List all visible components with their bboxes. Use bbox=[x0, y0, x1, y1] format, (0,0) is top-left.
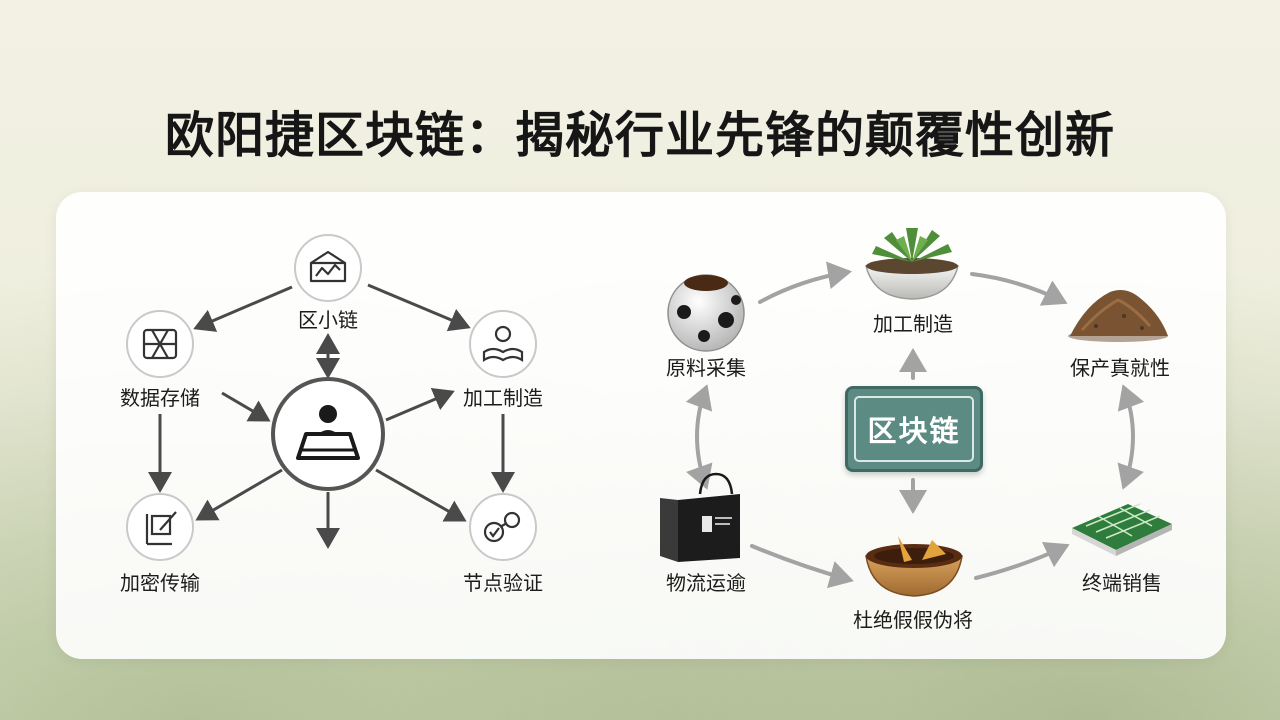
node-verify-icon bbox=[483, 511, 521, 543]
blockchain-center-label: 区块链 bbox=[854, 396, 974, 462]
soil-pile-icon bbox=[1068, 290, 1168, 342]
person-book-icon bbox=[482, 325, 524, 363]
arrow-left-to-center bbox=[221, 391, 271, 422]
page-title: 欧阳捷区块链：揭秘行业先锋的颠覆性创新 bbox=[164, 107, 1115, 164]
envelope-chart-icon bbox=[309, 250, 347, 283]
label-node-top: 区小链 bbox=[298, 308, 358, 332]
wooden-bowl-icon bbox=[865, 536, 963, 597]
arrow-raw-logistics bbox=[685, 384, 713, 490]
succulent-bowl-icon bbox=[865, 228, 959, 300]
label-authenticity: 保产真就性 bbox=[1070, 356, 1170, 380]
network-layers-icon bbox=[142, 328, 178, 360]
label-node-right: 加工制造 bbox=[463, 386, 543, 410]
arrow-anti-to-sales bbox=[974, 541, 1070, 580]
arrow-raw-to-processing bbox=[758, 261, 852, 304]
node-top bbox=[294, 234, 362, 302]
arrow-processing-to-authenticity bbox=[970, 272, 1068, 306]
label-node-left: 数据存储 bbox=[120, 386, 200, 410]
node-center bbox=[271, 377, 385, 491]
node-bottom-right bbox=[469, 493, 537, 561]
user-laptop-icon bbox=[296, 405, 360, 460]
left-arrows bbox=[148, 283, 515, 549]
arrow-top-to-left bbox=[193, 285, 293, 332]
circuit-board-icon bbox=[1072, 503, 1172, 556]
right-arrows bbox=[685, 261, 1145, 589]
arrow-top-to-right bbox=[367, 283, 471, 332]
blockchain-center-box: 区块链 bbox=[845, 386, 983, 472]
document-pen-icon bbox=[145, 511, 177, 546]
label-processing: 加工制造 bbox=[873, 312, 953, 336]
arrow-logistics-to-anti bbox=[750, 544, 854, 589]
arrow-authenticity-sales bbox=[1117, 384, 1145, 490]
label-anti-counterfeit: 杜绝假假伪将 bbox=[853, 608, 973, 632]
arrow-center-to-bottom-left bbox=[195, 468, 283, 521]
content-panel bbox=[56, 192, 1226, 659]
arrow-center-to-bottom-right bbox=[375, 468, 467, 522]
label-node-bottom-right: 节点验证 bbox=[463, 571, 543, 595]
shopping-bag-icon bbox=[660, 472, 740, 562]
node-left bbox=[126, 310, 194, 378]
label-terminal-sales: 终端销售 bbox=[1082, 571, 1162, 595]
label-node-bottom-left: 加密传输 bbox=[120, 571, 200, 595]
arrow-center-to-right bbox=[385, 387, 455, 422]
label-logistics: 物流运逾 bbox=[666, 571, 746, 595]
node-right bbox=[469, 310, 537, 378]
raw-material-ball-icon bbox=[667, 274, 745, 352]
label-raw-material: 原料采集 bbox=[666, 356, 746, 380]
node-bottom-left bbox=[126, 493, 194, 561]
